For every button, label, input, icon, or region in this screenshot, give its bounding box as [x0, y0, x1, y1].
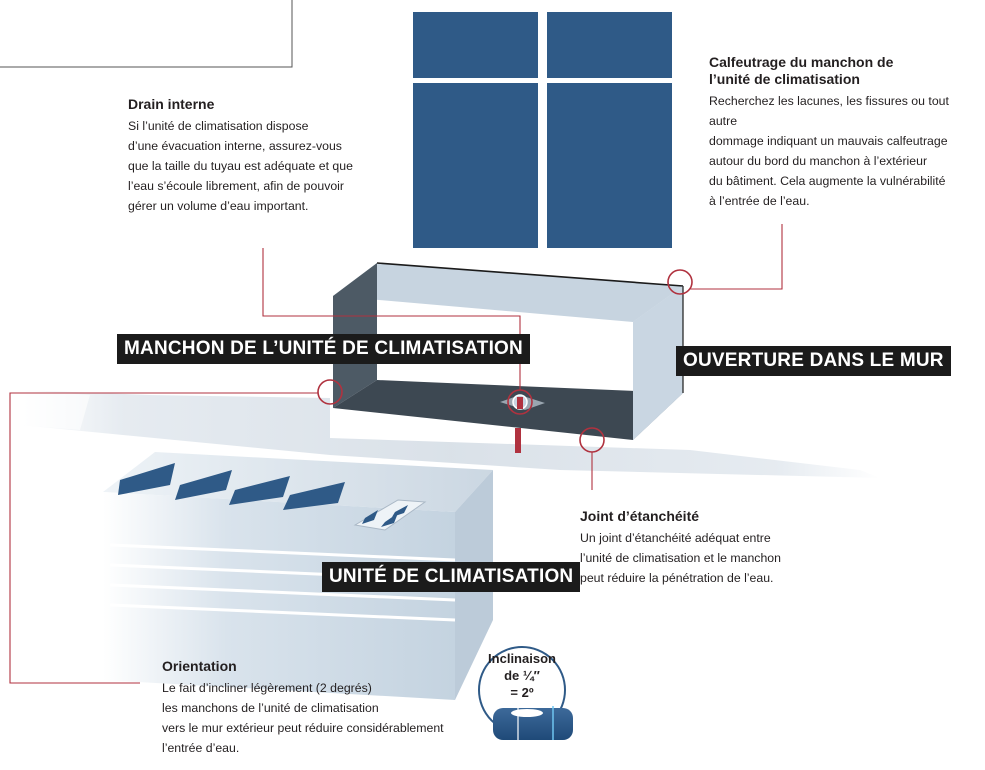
caulking-title-line: Calfeutrage du manchon de — [709, 54, 894, 70]
window — [413, 12, 672, 248]
drain-line: gérer un volume d’eau important. — [128, 199, 309, 213]
unit-label: UNITÉ DE CLIMATISATION — [322, 562, 581, 592]
caulking-callout: Calfeutrage du manchon de l’unité de cli… — [709, 54, 979, 211]
caulking-line: dommage indiquant un mauvais calfeutrage — [709, 134, 948, 148]
orientation-line: les manchons de l’unité de climatisation — [162, 701, 379, 715]
seal-title: Joint d’étanchéité — [580, 508, 700, 524]
drain-text: Si l’unité de climatisation dispose d’un… — [128, 116, 398, 216]
seal-callout: Joint d’étanchéité Un joint d’étanchéité… — [580, 508, 830, 588]
sleeve-ring — [317, 379, 343, 405]
seal-text: Un joint d’étanchéité adéquat entre l’un… — [580, 528, 830, 588]
caulk-ring — [667, 269, 693, 295]
orientation-line: Le fait d’incliner légèrement (2 degrés) — [162, 681, 372, 695]
caulk-leader — [690, 224, 783, 290]
orientation-callout: Orientation Le fait d’incliner légèremen… — [162, 658, 462, 758]
drain-title: Drain interne — [128, 96, 215, 112]
caulking-title: Calfeutrage du manchon de l’unité de cli… — [709, 54, 979, 88]
drain-callout: Drain interne Si l’unité de climatisatio… — [128, 96, 398, 216]
wall-band — [20, 390, 880, 478]
caulking-line: du bâtiment. Cela augmente la vulnérabil… — [709, 174, 946, 188]
drain-line: d’une évacuation interne, assurez-vous — [128, 139, 342, 153]
caulking-text: Recherchez les lacunes, les fissures ou … — [709, 91, 979, 211]
orientation-text: Le fait d’incliner légèrement (2 degrés)… — [162, 678, 462, 758]
seal-line: l’unité de climatisation et le manchon — [580, 551, 781, 565]
orientation-title: Orientation — [162, 658, 237, 674]
caulking-line: Recherchez les lacunes, les fissures ou … — [709, 94, 949, 128]
orientation-line: vers le mur extérieur peut réduire consi… — [162, 721, 444, 735]
caulking-line: à l’entrée de l’eau. — [709, 194, 810, 208]
level-line: de ¼″ — [504, 668, 540, 683]
wall-opening-label: OUVERTURE DANS LE MUR — [676, 346, 951, 376]
level-line: = 2º — [510, 685, 534, 700]
orientation-line: l’entrée d’eau. — [162, 741, 240, 755]
seal-line: Un joint d’étanchéité adéquat entre — [580, 531, 771, 545]
legend-frame — [0, 0, 293, 68]
level-text: Inclinaison de ¼″ = 2º — [477, 650, 567, 701]
caulking-title-line: l’unité de climatisation — [709, 71, 860, 87]
sleeve-label: MANCHON DE L’UNITÉ DE CLIMATISATION — [117, 334, 530, 364]
level-line: Inclinaison — [488, 651, 556, 666]
ac-unit — [103, 452, 493, 700]
level-gauge — [478, 646, 573, 740]
drain-line: l’eau s’écoule librement, afin de pouvoi… — [128, 179, 345, 193]
drain-line: que la taille du tuyau est adéquate et q… — [128, 159, 353, 173]
drain-line: Si l’unité de climatisation dispose — [128, 119, 309, 133]
caulking-line: autour du bord du manchon à l’extérieur — [709, 154, 928, 168]
seal-line: peut réduire la pénétration de l’eau. — [580, 571, 774, 585]
orientation-leader — [9, 392, 318, 684]
